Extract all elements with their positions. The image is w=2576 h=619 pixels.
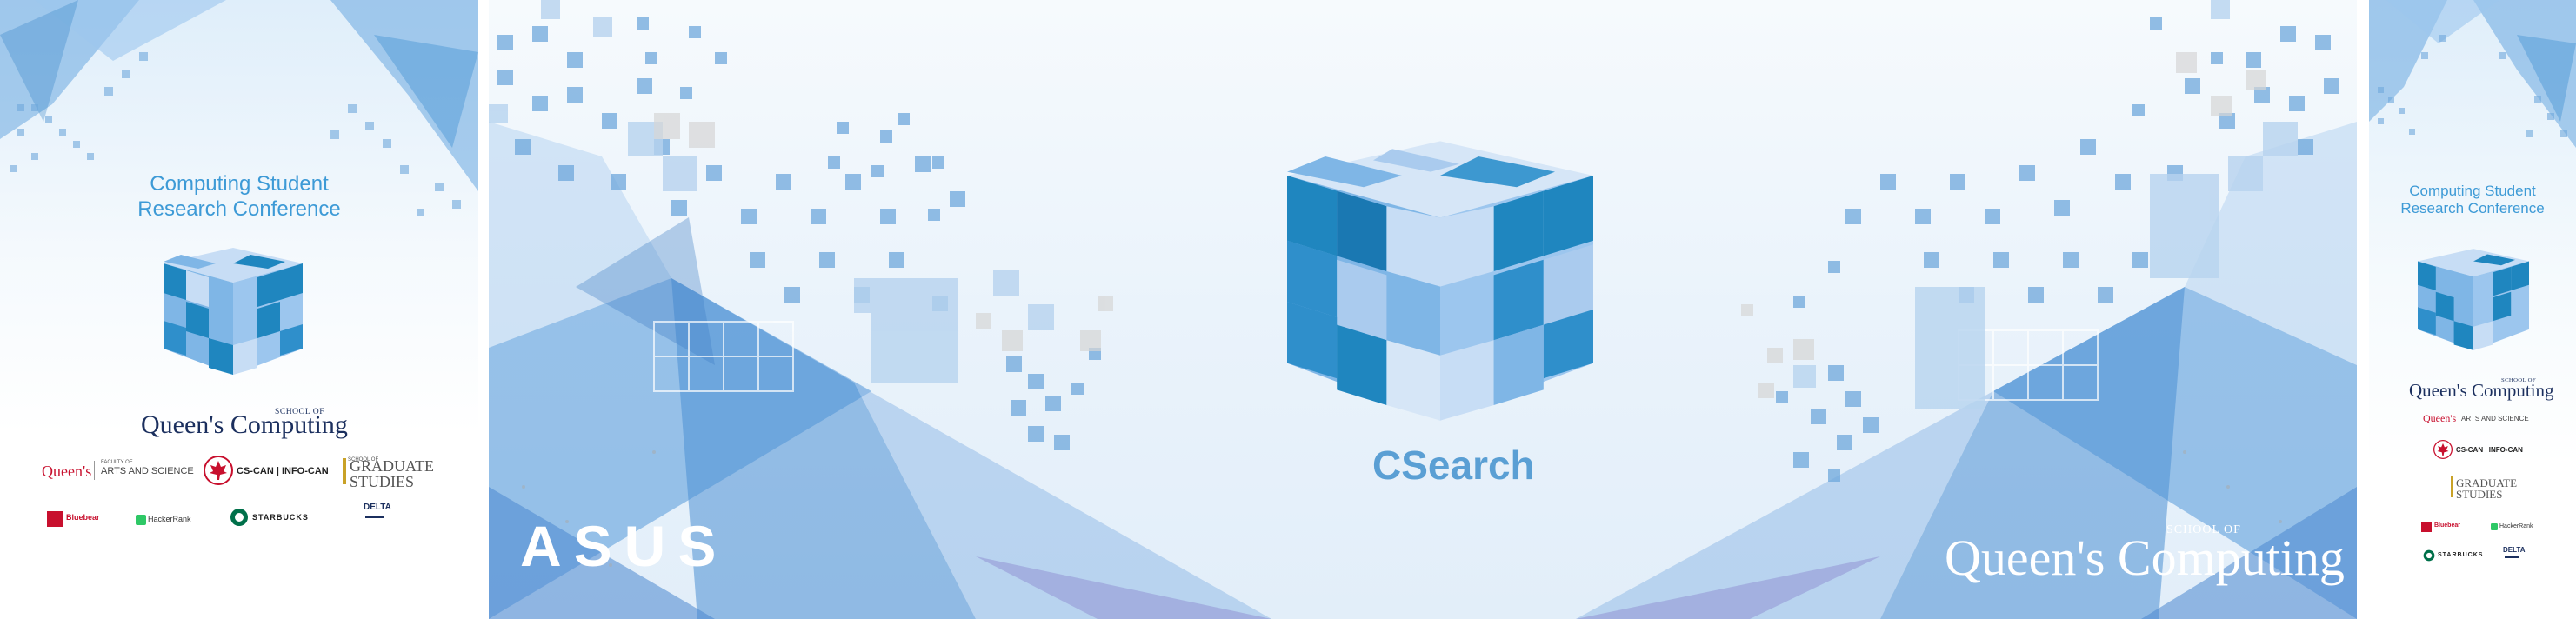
studies-label: STUDIES [350, 473, 415, 490]
center-banner-panel: CSearch ASUS SCHOOL OF Queen's Computing [489, 0, 2357, 619]
arts-science-label: ARTS AND SCIENCE [2461, 415, 2529, 423]
left-pixel-background [0, 0, 478, 216]
queens-school-label: SCHOOL OF [2166, 523, 2241, 536]
starbucks-siren-icon [230, 509, 248, 526]
queens-computing-text: Queen's Computing [1945, 529, 2345, 586]
conference-title-line1: Computing Student [150, 172, 329, 196]
left-banner-panel: Computing Student Research Conference SC… [0, 0, 478, 619]
queens-faculty-text: Queen's [42, 463, 92, 480]
delta-icon [365, 516, 384, 518]
right-banner-panel: Computing Student Research Conference SC… [2369, 0, 2576, 619]
panel-gap-right [2357, 0, 2369, 619]
queens-computing-logo: SCHOOL OF Queen's Computing [141, 407, 348, 440]
hackerrank-label: HackerRank [2499, 523, 2533, 529]
delta-icon [2505, 556, 2519, 558]
queens-computing-text: Queen's Computing [2409, 380, 2554, 401]
graduate-bar [343, 458, 346, 484]
hackerrank-icon [2491, 523, 2498, 530]
graduate-label: GRADUATE [2456, 476, 2518, 489]
hackerrank-icon [136, 515, 146, 525]
arts-science-small: FACULTY OF [101, 460, 133, 465]
starbucks-label: STARBUCKS [252, 513, 309, 522]
conference-title: Computing Student Research Conference [87, 172, 391, 223]
bluebear-label: Bluebear [66, 513, 100, 522]
delta-label: DELTA [364, 503, 391, 512]
queens-school-label: SCHOOL OF [2501, 377, 2536, 383]
bluebear-label: Bluebear [2434, 522, 2460, 529]
graduate-bar [2451, 476, 2453, 497]
queens-computing-logo: SCHOOL OF Queen's Computing [2409, 377, 2554, 402]
cube-logo-icon [164, 248, 303, 375]
delta-label: DELTA [2503, 546, 2526, 554]
cscan-label: CS-CAN | INFO-CAN [2456, 446, 2523, 454]
right-pixel-background [2369, 0, 2576, 148]
cscan-label: CS-CAN | INFO-CAN [237, 466, 329, 476]
queens-faculty-logo: Queen's [42, 463, 91, 481]
cscan-maple-leaf-icon [204, 456, 233, 485]
product-name: CSearch [1372, 443, 1535, 488]
cube-logo-icon [2418, 249, 2529, 350]
conference-title: Computing Student Research Conference [2369, 183, 2576, 218]
conference-title-line2: Research Conference [137, 196, 341, 221]
center-pixel-background [489, 0, 2357, 619]
starbucks-label: STARBUCKS [2438, 552, 2484, 558]
studies-label: STUDIES [2456, 488, 2503, 501]
queens-faculty-logo: Queen's [2423, 412, 2457, 424]
asus-logo: ASUS [520, 514, 729, 578]
queens-computing-text: Queen's Computing [141, 410, 348, 439]
queens-school-label: SCHOOL OF [275, 407, 325, 416]
hackerrank-label: HackerRank [148, 515, 191, 523]
bluebear-icon [47, 511, 63, 527]
panel-gap-left [478, 0, 489, 619]
arts-science-label: ARTS AND SCIENCE [101, 466, 194, 476]
bluebear-icon [2421, 522, 2432, 532]
cscan-maple-leaf-icon [2433, 440, 2453, 459]
conference-title-line2: Research Conference [2400, 200, 2545, 217]
graduate-small: SCHOOL OF [348, 457, 379, 463]
queens-computing-logo-white: SCHOOL OF Queen's Computing [1945, 523, 2345, 587]
cube-logo-icon [1287, 141, 1593, 421]
graduate-label: GRADUATE [350, 457, 434, 475]
sponsor-divider [94, 461, 95, 480]
conference-title-line1: Computing Student [2409, 183, 2536, 199]
starbucks-siren-icon [2423, 549, 2435, 562]
